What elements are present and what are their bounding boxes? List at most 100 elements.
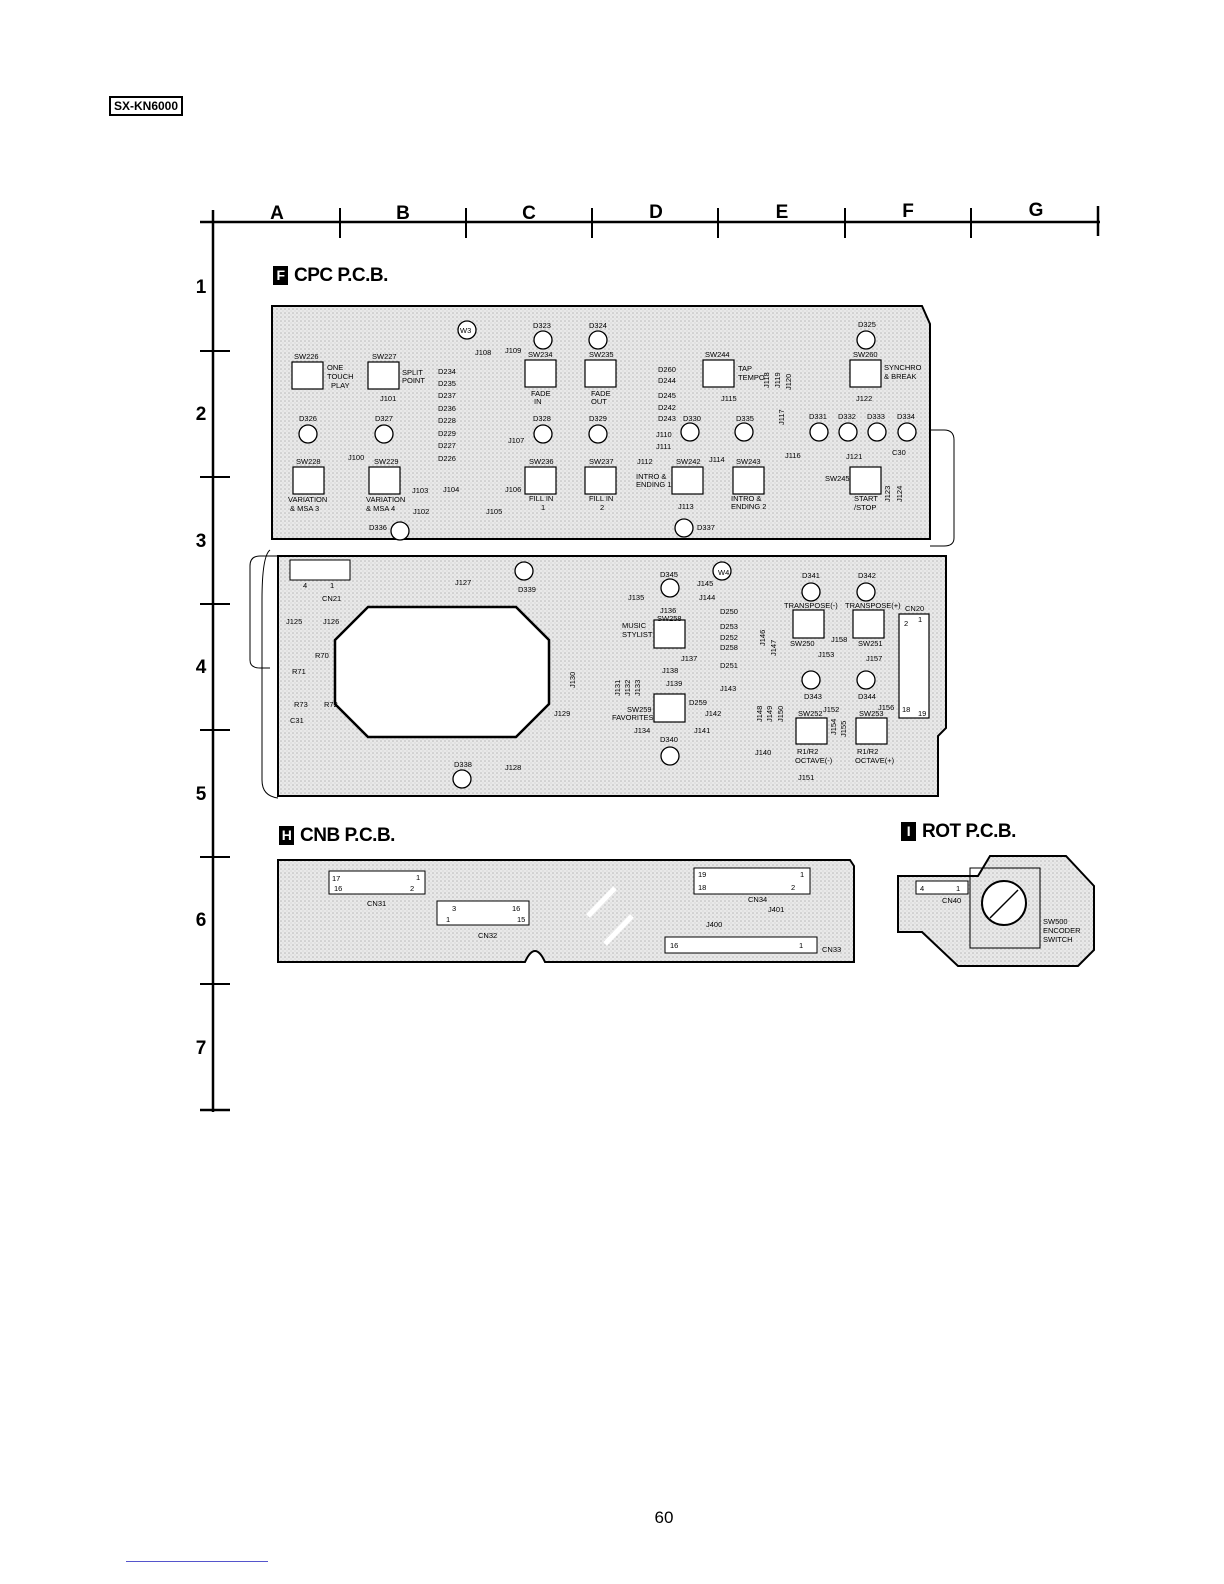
label: J123 <box>883 486 892 502</box>
label: D339 <box>518 585 536 594</box>
label: 2 <box>791 883 795 892</box>
label: J125 <box>286 617 302 626</box>
label: CN20 <box>905 604 924 613</box>
label: J130 <box>568 672 577 688</box>
label: J118 <box>762 372 771 388</box>
label: D253 <box>720 622 738 631</box>
label: D341 <box>802 571 820 580</box>
label: FADE <box>591 389 611 398</box>
label: D244 <box>658 376 676 385</box>
row-label: 6 <box>196 910 207 931</box>
label: D335 <box>736 414 754 423</box>
label: J132 <box>623 680 632 696</box>
label: 16 <box>670 941 678 950</box>
label: C30 <box>892 448 906 457</box>
label: D235 <box>438 379 456 388</box>
label: SW229 <box>374 457 399 466</box>
label: J101 <box>380 394 396 403</box>
label: D237 <box>438 391 456 400</box>
led-marker <box>452 769 472 789</box>
label: J128 <box>505 763 521 772</box>
label: 2 <box>600 503 604 512</box>
label: D334 <box>897 412 915 421</box>
label: D342 <box>858 571 876 580</box>
led-marker <box>734 422 754 442</box>
label: 2 <box>410 884 414 893</box>
label: D236 <box>438 404 456 413</box>
row-label: 3 <box>196 531 207 552</box>
label: J137 <box>681 654 697 663</box>
label: VARIATION <box>288 495 327 504</box>
label: ENCODER <box>1043 926 1081 935</box>
label: J400 <box>706 920 722 929</box>
led-marker <box>801 670 821 690</box>
cpc-board-upper <box>271 305 955 547</box>
label: J134 <box>634 726 650 735</box>
label: D326 <box>299 414 317 423</box>
label: J114 <box>709 455 725 464</box>
label: 1 <box>330 581 334 590</box>
grid-frame <box>200 206 1100 1112</box>
label: TAP <box>738 364 752 373</box>
label: ONE <box>327 363 343 372</box>
cnb-board <box>277 859 855 963</box>
row-label: 7 <box>196 1038 207 1059</box>
label: J122 <box>856 394 872 403</box>
label: 16 <box>512 904 520 913</box>
label: 1 <box>416 873 420 882</box>
label: D251 <box>720 661 738 670</box>
led-marker <box>457 320 477 340</box>
label: 19 <box>698 870 706 879</box>
col-label: D <box>649 202 663 223</box>
label: CN21 <box>322 594 341 603</box>
led-marker <box>801 582 821 602</box>
led-marker <box>838 422 858 442</box>
col-label: F <box>902 201 914 222</box>
label: SW259 <box>627 705 652 714</box>
label: J143 <box>720 684 736 693</box>
column-ticks <box>339 208 972 238</box>
label: J126 <box>323 617 339 626</box>
label: J108 <box>475 348 491 357</box>
label: J146 <box>758 630 767 646</box>
col-label: C <box>522 203 536 224</box>
label: J133 <box>633 680 642 696</box>
label: J121 <box>846 452 862 461</box>
label: CN31 <box>367 899 386 908</box>
label: J156 <box>878 703 894 712</box>
cpc-upper-labels: SW226 ONE TOUCH PLAY SW227 SPLIT POINT J… <box>288 320 922 532</box>
label: SW243 <box>736 457 761 466</box>
label: D337 <box>697 523 715 532</box>
section-name-cnb: CNB P.C.B. <box>300 825 395 846</box>
row-label: 5 <box>196 784 207 805</box>
label: J158 <box>831 635 847 644</box>
label: OCTAVE(+) <box>855 756 895 765</box>
label: 1 <box>799 941 803 950</box>
label: TRANSPOSE(-) <box>784 601 838 610</box>
led-marker <box>588 424 608 444</box>
label: SW245 <box>825 474 850 483</box>
label: J119 <box>773 372 782 388</box>
section-letter-cpc: F <box>273 266 288 285</box>
label: POINT <box>402 376 425 385</box>
label: SW252 <box>798 709 823 718</box>
label: SW500 <box>1043 917 1068 926</box>
switch-pads-upper <box>291 359 882 495</box>
section-name-rot: ROT P.C.B. <box>922 821 1016 842</box>
label: J157 <box>866 654 882 663</box>
label: R71 <box>292 667 306 676</box>
label: /STOP <box>854 503 876 512</box>
label: ENDING 2 <box>731 502 766 511</box>
led-marker <box>588 330 608 350</box>
label: J115 <box>721 394 737 403</box>
label: J113 <box>678 502 694 511</box>
label: & MSA 4 <box>366 504 395 513</box>
label: J107 <box>508 436 524 445</box>
section-letter-rot: I <box>901 822 916 841</box>
led-marker <box>533 330 553 350</box>
label: J111 <box>656 442 671 451</box>
label: SW228 <box>296 457 321 466</box>
label: FADE <box>531 389 551 398</box>
label: J131 <box>613 680 622 696</box>
label: SW242 <box>676 457 701 466</box>
